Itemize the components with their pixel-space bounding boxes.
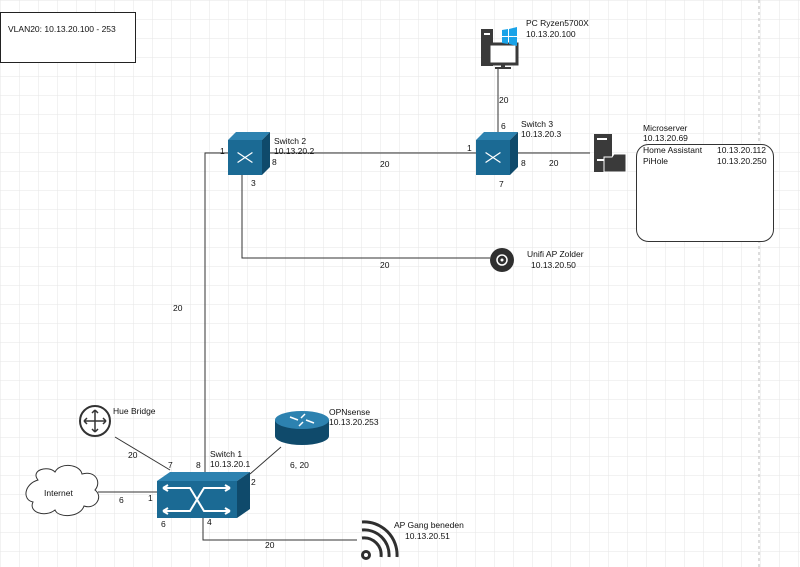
switch-3[interactable] <box>476 132 518 175</box>
link-label: 20 <box>380 159 390 169</box>
link-label: 20 <box>173 303 183 313</box>
port-label: 7 <box>168 460 173 470</box>
vlan-note-text: VLAN20: 10.13.20.100 - 253 <box>8 24 116 34</box>
switch-1-name: Switch 1 <box>210 449 242 459</box>
unifi-ap-ip: 10.13.20.50 <box>531 260 576 270</box>
switch-3-name: Switch 3 <box>521 119 553 129</box>
opnsense-ip: 10.13.20.253 <box>329 417 379 427</box>
link-label: 20 <box>549 158 559 168</box>
port-label: 4 <box>207 517 212 527</box>
unifi-ap-name: Unifi AP Zolder <box>527 249 584 259</box>
switch-3-ip: 10.13.20.3 <box>521 129 561 139</box>
port-label: 1 <box>467 143 472 153</box>
link-label: 20 <box>380 260 390 270</box>
link-label: 20 <box>265 540 275 550</box>
ap-gang-ip: 10.13.20.51 <box>405 531 450 541</box>
link-label: 6 <box>119 495 124 505</box>
link-sw1-hue[interactable] <box>114 436 171 471</box>
link-sw1-opnsense[interactable] <box>249 446 282 475</box>
port-label: 2 <box>251 477 256 487</box>
switch-1-ip: 10.13.20.1 <box>210 459 250 469</box>
switch-1[interactable] <box>157 472 250 518</box>
server-icon[interactable] <box>594 134 627 173</box>
pc-ip: 10.13.20.100 <box>526 29 576 39</box>
service-name: PiHole <box>643 156 668 166</box>
switch-arrows-icon <box>162 484 231 515</box>
ap-gang-name: AP Gang beneden <box>394 520 464 530</box>
port-label: 6 <box>501 121 506 131</box>
hue-bridge-name: Hue Bridge <box>113 406 156 416</box>
router-icon[interactable] <box>275 411 329 445</box>
unifi-ap-icon[interactable] <box>490 248 514 272</box>
link-label: 20 <box>499 95 509 105</box>
port-label: 6 <box>161 519 166 529</box>
vlan-note[interactable]: VLAN20: 10.13.20.100 - 253 <box>0 12 136 63</box>
service-ip: 10.13.20.250 <box>717 156 767 166</box>
port-label: 8 <box>272 157 277 167</box>
port-label: 1 <box>148 493 153 503</box>
port-label: 7 <box>499 179 504 189</box>
opnsense-name: OPNsense <box>329 407 370 417</box>
pc-icon[interactable] <box>481 27 519 69</box>
internet-label: Internet <box>44 488 73 498</box>
microserver-ip: 10.13.20.69 <box>643 133 688 143</box>
internet-cloud-icon[interactable]: Internet <box>25 465 100 516</box>
port-label: 8 <box>521 158 526 168</box>
port-label: 8 <box>196 460 201 470</box>
link-sw2-unifi[interactable] <box>241 175 490 259</box>
link-sw1-sw2[interactable] <box>204 152 228 472</box>
microserver-services-box[interactable] <box>636 144 774 242</box>
windows-logo-icon <box>502 27 517 46</box>
port-label: 3 <box>251 178 256 188</box>
service-ip: 10.13.20.112 <box>717 145 766 155</box>
switch-2-name: Switch 2 <box>274 136 306 146</box>
microserver-name: Microserver <box>643 123 688 133</box>
switch-2[interactable] <box>228 132 270 175</box>
link-label: 6, 20 <box>290 460 309 470</box>
link-sw1-apgang[interactable] <box>202 518 357 541</box>
hue-bridge-icon[interactable] <box>79 405 111 437</box>
switch-2-ip: 10.13.20.2 <box>274 146 314 156</box>
link-label: 20 <box>128 450 138 460</box>
links <box>98 68 590 541</box>
pc-name: PC Ryzen5700X <box>526 18 589 28</box>
service-name: Home Assistant <box>643 145 703 155</box>
port-label: 1 <box>220 146 225 156</box>
wifi-ap-icon[interactable] <box>361 520 399 560</box>
